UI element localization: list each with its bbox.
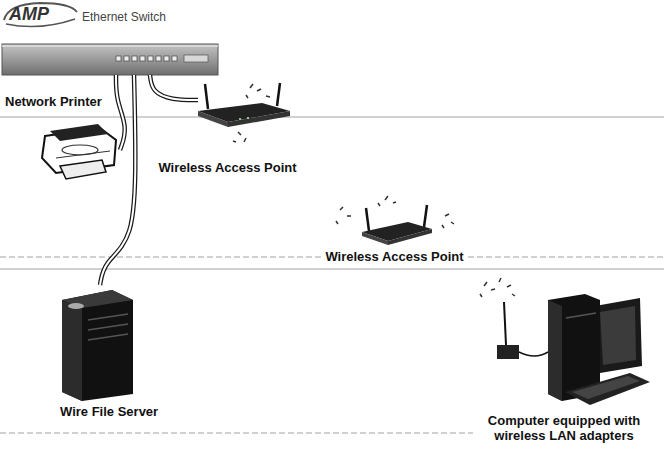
access-point-device <box>362 205 432 245</box>
node-label: Ethernet Switch <box>80 10 168 24</box>
access-point-node: Wireless Access Point <box>312 205 477 267</box>
node-label: Wire File Server <box>58 404 160 420</box>
node-label: Computer equipped with wireless LAN adap… <box>473 413 655 444</box>
access-point-device <box>198 83 290 127</box>
signal-marks <box>480 278 515 297</box>
rule-line <box>0 433 475 434</box>
cable-core <box>150 75 198 100</box>
cable-outline <box>116 75 125 150</box>
cable-connector <box>116 75 125 150</box>
access-point-node: Wireless Access Point <box>140 100 315 178</box>
printer-device <box>42 124 116 179</box>
cable-connector <box>150 75 198 100</box>
node-label: Wireless Access Point <box>156 160 298 176</box>
cable-outline <box>150 75 198 100</box>
cable-connector <box>100 75 135 285</box>
switch-device <box>2 44 218 75</box>
cable-core <box>116 75 125 150</box>
cable-core <box>100 75 135 285</box>
computer-device <box>497 294 650 405</box>
logo-text: AMP <box>9 5 49 25</box>
printer-node: Network Printer <box>0 92 120 180</box>
cable-outline <box>100 75 135 285</box>
node-label: Network Printer <box>3 94 104 110</box>
rule-line <box>0 269 664 270</box>
signal-marks <box>336 196 454 228</box>
server-device <box>62 290 133 401</box>
node-label: Wireless Access Point <box>323 249 465 265</box>
rule-line <box>0 117 664 118</box>
server-node: Wire File Server <box>40 285 205 420</box>
computer-node: Computer equipped with wireless LAN adap… <box>470 272 658 444</box>
signal-marks <box>233 84 270 142</box>
